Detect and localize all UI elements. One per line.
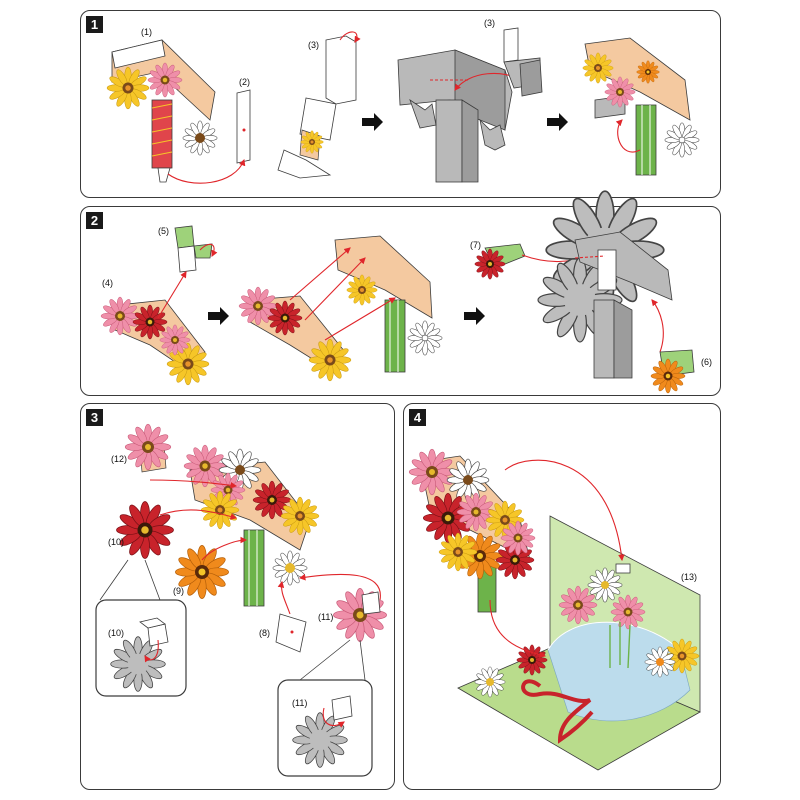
part-label: (10): [108, 628, 124, 638]
part-label: (5): [158, 226, 169, 236]
red-guide-arrow: [615, 119, 641, 153]
part-label: (3): [308, 40, 319, 50]
red-guide-arrow: [304, 257, 366, 321]
part-5-green-tab: [174, 225, 213, 273]
red-guide-arrow: [157, 271, 187, 319]
gray-base-assembly: [397, 49, 513, 183]
ribbon-bow: [521, 679, 594, 744]
red-guide-arrow: [277, 580, 291, 615]
step-number-badge: 2: [86, 212, 103, 229]
step-number-badge: 1: [86, 16, 103, 33]
red-guide-arrow: [149, 479, 238, 489]
step-3-illustration: (12) (10) (9) (8): [95, 423, 388, 777]
red-guide-arrow: [504, 459, 625, 562]
part-label: (2): [239, 77, 250, 87]
part-label: (11): [292, 698, 307, 708]
part-label: (11): [318, 612, 333, 622]
step-2-illustration: (5) (4) (7): [100, 189, 712, 394]
part-label: (4): [102, 278, 113, 288]
right-arrow-icon: [547, 113, 568, 131]
part-label: (1): [141, 27, 152, 37]
gray-gear-base: [537, 189, 673, 379]
part-label: (13): [681, 572, 697, 582]
part-label: (10): [108, 537, 124, 547]
part-3-tab-piece: [503, 27, 543, 97]
right-arrow-icon: [464, 307, 485, 325]
right-arrow-icon: [208, 307, 229, 325]
red-guide-arrow: [159, 509, 238, 520]
step-1-illustration: (1) (2) (3): [106, 18, 700, 184]
right-arrow-icon: [362, 113, 383, 131]
part-label: (3): [484, 18, 495, 28]
daisy-flower-icon: [664, 122, 700, 158]
part-2-tab: [236, 89, 251, 164]
red-guide-arrow: [651, 299, 664, 353]
red-guide-arrow: [298, 573, 381, 601]
red-guide-arrow: [289, 247, 351, 301]
part-label: (6): [701, 357, 712, 367]
red-guide-arrow: [167, 158, 246, 184]
red-guide-arrow: [574, 255, 606, 259]
daisy-flower-icon: [115, 500, 175, 560]
part-label: (8): [259, 628, 270, 638]
part-label: (7): [470, 240, 481, 250]
part-3-folded-strip: [277, 35, 357, 179]
part-label: (12): [111, 454, 127, 464]
step-number-badge: 4: [409, 409, 426, 426]
red-guide-arrow: [324, 297, 396, 341]
red-guide-arrow: [201, 536, 248, 561]
red-guide-arrow: [199, 243, 218, 257]
red-guide-arrow: [489, 599, 547, 658]
part-label: (9): [173, 586, 184, 596]
step-number-badge: 3: [86, 409, 103, 426]
step-4-illustration: (13): [408, 448, 701, 771]
red-guide-arrow: [339, 31, 361, 43]
part-1-strip: [111, 39, 216, 183]
daisy-flower-icon: [407, 320, 443, 356]
